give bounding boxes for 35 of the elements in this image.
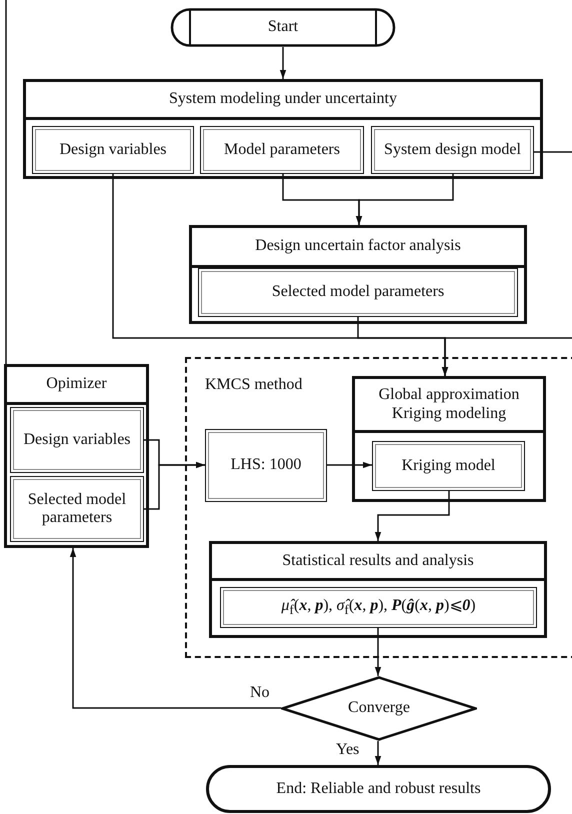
process-box: Design variables — [10, 407, 144, 473]
box-heading: Design uncertain factor analysis — [192, 228, 524, 268]
process-box: System design model — [371, 126, 534, 174]
process-box: Selected model parameters — [10, 476, 144, 542]
formula-box: μ̂$_{f}$(x, p), σ̂$_{f}$(x, p), P(ĝ(x, p)⩽0) — [220, 587, 537, 628]
arrow — [374, 628, 382, 676]
process-box: Selected model parameters — [198, 268, 518, 317]
end-terminal: End: Reliable and robust results — [206, 765, 551, 813]
box-heading: Global approximation Kriging modeling — [355, 379, 543, 433]
box-heading: Statistical results and analysis — [212, 544, 544, 581]
box-heading: Opimizer — [7, 367, 146, 405]
arrow — [280, 47, 286, 79]
process-box: Kriging model — [372, 441, 525, 491]
process-container — [23, 79, 543, 179]
arrow — [144, 462, 205, 510]
process-box: LHS: 1000 — [205, 429, 327, 502]
connector-line — [5, 0, 7, 364]
process-box: Design variables — [32, 126, 194, 174]
arrow — [327, 462, 372, 468]
process-container — [209, 541, 547, 638]
process-box: Model parameters — [200, 126, 364, 174]
region-title: KMCS method — [205, 376, 302, 394]
arrow — [374, 741, 382, 765]
arrow — [442, 337, 572, 376]
arrow — [70, 548, 281, 709]
arrow — [374, 491, 450, 541]
process-container — [352, 376, 546, 502]
process-container — [189, 225, 527, 324]
arrow — [356, 174, 454, 225]
dashed-region — [185, 357, 572, 658]
connector-line — [534, 151, 572, 153]
optimizer-container — [4, 364, 149, 548]
decision-diamond: Converge — [281, 676, 477, 741]
start-terminal: Start — [170, 8, 396, 47]
box-heading: System modeling under uncertainty — [26, 82, 540, 120]
